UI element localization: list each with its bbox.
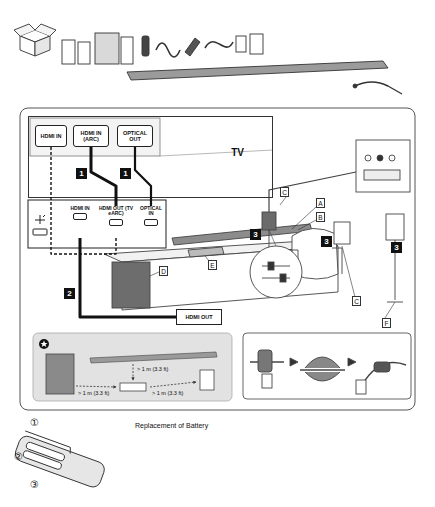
callout-number: 1	[76, 168, 87, 179]
part-letter: C	[280, 187, 289, 197]
remote-control	[13, 430, 108, 489]
optical-port: OPTICAL IN	[138, 206, 164, 238]
leader-lines	[150, 197, 395, 318]
callout-number: 2	[64, 288, 75, 299]
placement-inset	[33, 333, 232, 401]
optical-port: OPTICAL OUT	[117, 125, 153, 147]
source-device: HDMI OUT	[176, 309, 222, 325]
package-contents	[14, 24, 402, 94]
alternate-hdmi-cable	[51, 147, 116, 254]
callout-number: 1	[120, 168, 131, 179]
hdmi-port: HDMI IN	[35, 125, 67, 147]
port-label: HDMI OUT (TV eARC)	[98, 206, 134, 217]
tv-edge	[160, 150, 273, 156]
tv-port-panel	[30, 118, 160, 156]
shelf-scene	[104, 224, 338, 310]
step-number: ②	[14, 452, 23, 462]
tv-screen: TV HDMI IN HDMI IN (ARC) OPTICAL OUT	[28, 116, 273, 198]
port-label: HDMI IN (ARC)	[75, 130, 107, 142]
part-letter: F	[382, 318, 391, 328]
port-label: HDMI IN	[70, 206, 89, 211]
dimension-label: > 1 m (3.3 ft)	[152, 390, 183, 396]
step-number: ①	[30, 418, 39, 428]
hdmi-port: HDMI IN (ARC)	[73, 125, 109, 147]
part-letter: E	[208, 260, 217, 270]
device-label: TV	[231, 147, 244, 158]
part-letter: D	[159, 266, 168, 276]
hdmi-cable	[80, 238, 176, 317]
part-letter: B	[316, 212, 325, 222]
hdmi-port: HDMI IN	[66, 206, 94, 238]
usb-port	[33, 215, 47, 235]
part-letter: A	[316, 198, 325, 208]
step-number: ③	[30, 480, 39, 490]
room-scene	[250, 140, 410, 302]
port-socket	[73, 213, 87, 220]
callout-number: 3	[321, 236, 332, 247]
dimension-label: > 1 m (3.3 ft)	[78, 390, 109, 396]
optical-cable	[135, 147, 151, 206]
ferrite-core-inset	[243, 333, 411, 399]
hdmi-port: HDMI OUT (TV eARC)	[98, 206, 134, 238]
port-socket	[144, 219, 158, 226]
hdmi-cable	[91, 147, 116, 206]
port-label: HDMI OUT	[185, 314, 212, 320]
callout-number: 3	[250, 229, 261, 240]
port-label: OPTICAL OUT	[119, 130, 151, 142]
port-socket	[109, 219, 123, 226]
soundbar-port-panel	[28, 200, 166, 248]
dimension-label: > 1 m (3.3 ft)	[137, 366, 168, 372]
port-label: OPTICAL IN	[138, 206, 164, 217]
section-heading: Replacement of Battery	[135, 422, 208, 429]
setup-frame	[20, 108, 415, 410]
part-letter: C	[352, 296, 361, 306]
port-label: HDMI IN	[40, 133, 61, 139]
callout-number: 3	[391, 242, 402, 253]
